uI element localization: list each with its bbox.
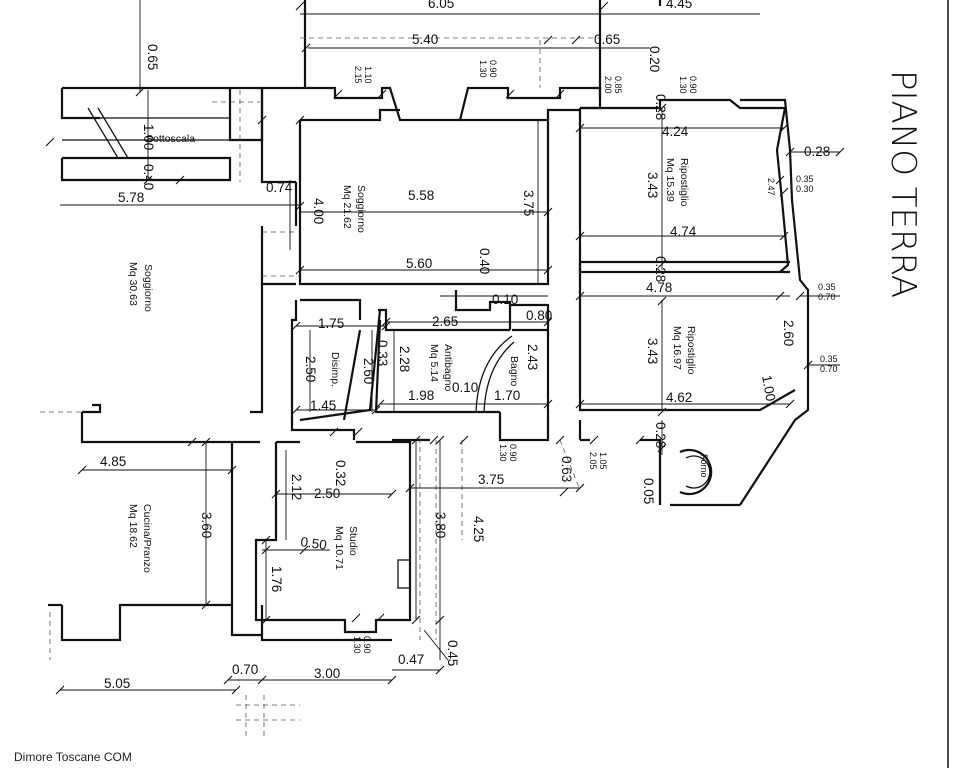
dimension-ticks [45, 1, 845, 695]
dim-474: 4.74 [670, 224, 697, 239]
dim-578: 5.78 [118, 190, 144, 205]
dim-260-disimp: 2.60 [361, 358, 376, 384]
dim-028-a: 0.28 [653, 94, 668, 120]
dim-243: 2.43 [525, 344, 540, 370]
room-forno: Forno [699, 454, 709, 478]
dim-170: 1.70 [494, 388, 520, 403]
dim-033: 0.33 [375, 340, 390, 366]
room-ripostiglio-bottom-area: Mq 16.97 [671, 326, 683, 370]
dim-005: 0.05 [641, 478, 656, 504]
dim-485: 4.85 [100, 454, 126, 469]
dim-065-left: 0.65 [145, 44, 160, 70]
dim-375-a: 3.75 [521, 190, 536, 216]
room-labels: Sottoscala Soggiorno Mq 30.63 Soggiorno … [127, 133, 709, 573]
dim-040-center: 0.40 [477, 248, 492, 274]
dim-505: 5.05 [104, 676, 130, 691]
dim-212: 2.12 [289, 474, 304, 500]
dim-400: 4.00 [311, 198, 326, 224]
dim-028-c: 0.28 [653, 256, 668, 282]
dim-560: 5.60 [406, 256, 432, 271]
dim-145: 1.45 [310, 398, 336, 413]
dim-343-a: 3.43 [645, 172, 660, 198]
dim-250-disimp: 2.50 [303, 356, 318, 382]
dim-380: 3.80 [433, 512, 448, 538]
room-ripostiglio-top-area: Mq 15.39 [664, 158, 676, 202]
dim-063: 0.63 [559, 456, 574, 482]
dim-605: 6.05 [428, 0, 454, 11]
dim-540: 5.40 [412, 32, 438, 47]
dim-424: 4.24 [662, 124, 689, 139]
room-antibagno-area: Mq 5.14 [428, 344, 440, 382]
room-cucina-name: Cucina/Pranzo [141, 504, 153, 573]
room-soggiorno-left-name: Soggiorno [142, 264, 154, 312]
dim-445: 4.45 [666, 0, 692, 11]
dim-085-200: 0.852.00 [603, 76, 623, 94]
dim-020: 0.20 [647, 46, 662, 72]
dim-028-b: 0.28 [804, 144, 830, 159]
dim-300: 3.00 [314, 666, 340, 681]
dim-032: 0.32 [333, 460, 348, 486]
dimension-lines [60, 0, 840, 691]
room-soggiorno-center-name: Soggiorno [355, 185, 367, 233]
dim-110-215: 1.102.15 [353, 66, 373, 84]
room-ripostiglio-top-name: Ripostiglio [678, 158, 690, 207]
dim-462: 4.62 [666, 390, 692, 405]
dim-047: 0.47 [398, 652, 424, 667]
dim-090-130-b: 0.901.30 [678, 76, 698, 94]
dim-265: 2.65 [432, 314, 458, 329]
room-cucina-area: Mq 18.62 [127, 504, 139, 548]
dim-080: 0.80 [526, 308, 552, 323]
dim-090-130-c: 0.901.30 [498, 444, 518, 462]
room-bagno: Bagno [508, 356, 520, 387]
dim-010-b: 0.10 [452, 380, 478, 395]
dim-250-studio: 2.50 [314, 486, 340, 501]
dim-074: 0.74 [266, 180, 293, 195]
dim-175: 1.75 [318, 316, 344, 331]
dimension-values: 6.05 4.45 5.40 0.65 0.65 0.20 1.102.15 0… [100, 0, 838, 691]
room-disimp: Disimp. [329, 352, 341, 387]
dim-343-b: 3.43 [645, 338, 660, 364]
dim-045: 0.45 [445, 640, 460, 666]
dim-100-left: 1.00 [141, 124, 156, 150]
dim-228: 2.28 [397, 346, 412, 372]
dim-198: 1.98 [408, 388, 434, 403]
dim-247: 2.47 [766, 178, 776, 196]
room-studio-area: Mq 10.71 [333, 526, 345, 570]
dim-050: 0.50 [300, 534, 328, 553]
room-soggiorno-left-area: Mq 30.63 [127, 262, 139, 306]
dim-105-205: 1.052.05 [588, 452, 608, 470]
dim-558: 5.58 [408, 188, 434, 203]
dim-010: 0.10 [492, 292, 518, 307]
plan-title: PIANO TERRA [883, 70, 923, 298]
room-sottoscala: Sottoscala [146, 133, 195, 145]
dim-375-b: 3.75 [478, 472, 504, 487]
dim-090-130-a: 0.901.30 [478, 60, 498, 78]
dim-478: 4.78 [646, 280, 672, 295]
dim-176: 1.76 [269, 566, 284, 592]
room-antibagno-name: Antibagno [442, 344, 454, 391]
dim-425: 4.25 [471, 516, 486, 542]
dim-040-left: 0.40 [141, 164, 156, 190]
dim-100-right: 1.00 [759, 374, 778, 402]
dim-260-right: 2.60 [781, 320, 796, 346]
dim-360: 3.60 [199, 512, 214, 538]
walls [48, 0, 810, 642]
watermark-text: Dimore Toscane COM [14, 750, 132, 764]
dim-090-130-d: 0.901.30 [352, 636, 372, 654]
room-soggiorno-center-area: Mq 21.62 [341, 185, 353, 229]
room-studio-name: Studio [347, 526, 359, 556]
dim-065-top: 0.65 [594, 32, 620, 47]
dim-028-d: 0.28 [653, 422, 668, 448]
room-ripostiglio-bottom-name: Ripostiglio [685, 326, 697, 375]
dim-070: 0.70 [232, 662, 258, 677]
